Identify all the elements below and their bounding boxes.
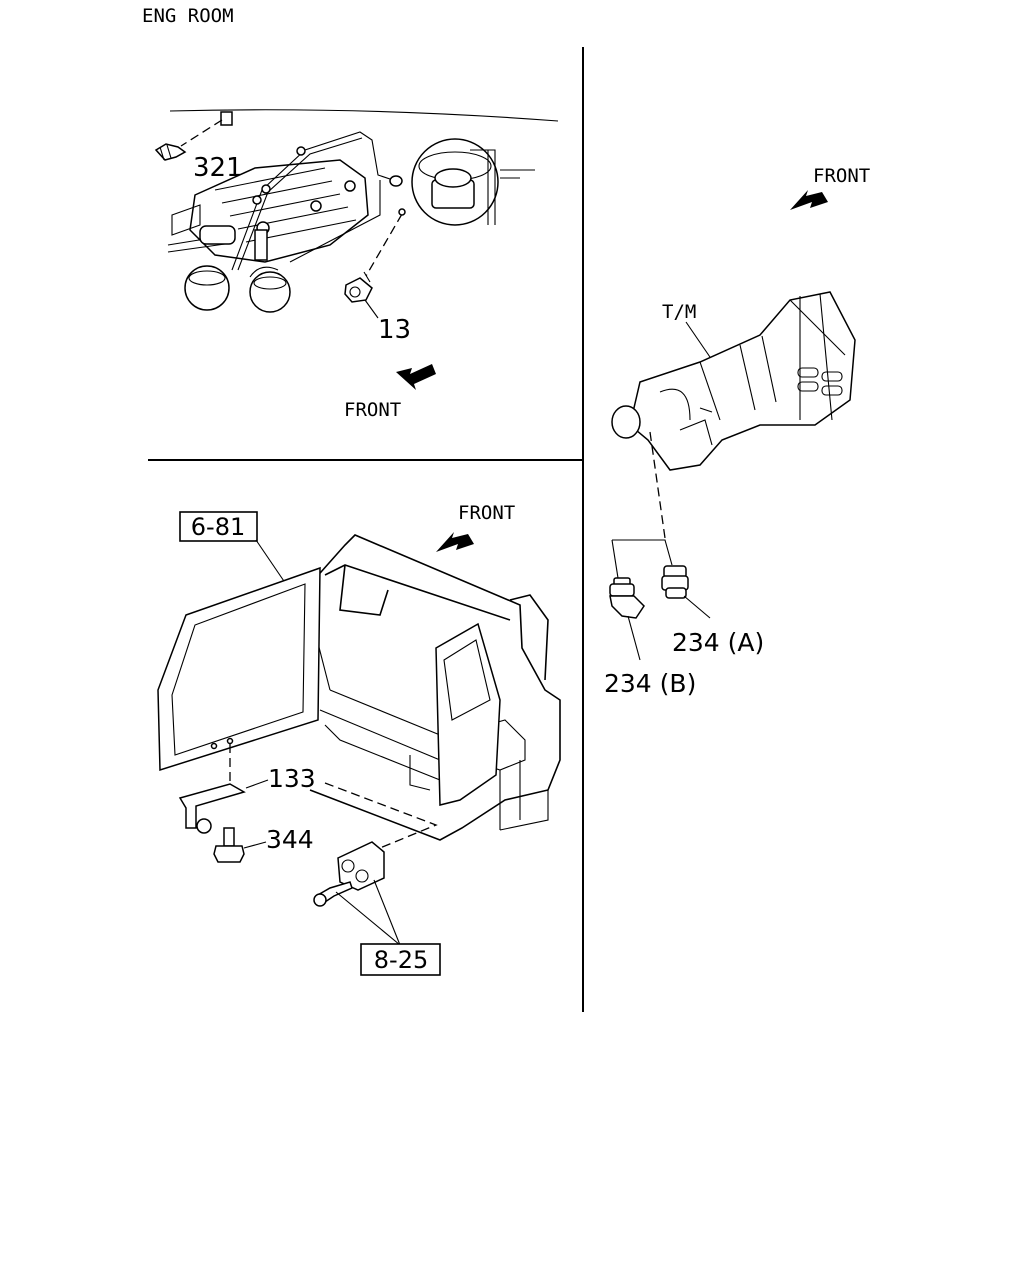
front-label-tailgate: FRONT <box>458 502 515 524</box>
ref-box-8-25 <box>360 943 441 976</box>
front-arrow-tm <box>790 190 828 210</box>
callout-344: 344 <box>266 825 314 854</box>
switch-234a <box>661 565 689 599</box>
front-label-tm: FRONT <box>813 165 870 187</box>
transmission-housing <box>611 291 856 471</box>
transmission-panel: FRONT T/M <box>604 165 870 698</box>
sensor-13 <box>344 271 373 303</box>
throttle-body <box>184 265 291 313</box>
tm-label: T/M <box>662 301 696 323</box>
clip-321 <box>154 143 187 161</box>
section-label: ENG ROOM <box>142 5 234 27</box>
front-label-engine: FRONT <box>344 399 401 421</box>
bolt-344 <box>213 827 245 863</box>
rear-side-door <box>435 622 501 806</box>
callout-133: 133 <box>268 764 316 793</box>
switch-234b <box>609 577 645 619</box>
ref-8-25: 8-25 <box>374 946 428 974</box>
callout-13: 13 <box>378 315 411 345</box>
callout-234a: 234 (A) <box>672 628 764 657</box>
screw <box>313 881 353 907</box>
tailgate-panel: 6-81 FRONT <box>157 502 561 976</box>
vehicle-rear-body <box>304 534 561 841</box>
front-arrow-engine <box>396 364 436 390</box>
bracket-133 <box>178 783 246 834</box>
tailgate-striker <box>337 841 385 891</box>
brake-booster <box>411 138 535 226</box>
engine-room-panel: 321 <box>154 109 559 421</box>
ref-6-81: 6-81 <box>191 513 245 541</box>
intake-manifold <box>167 159 381 263</box>
callout-234b: 234 (B) <box>604 669 696 698</box>
front-arrow-tailgate <box>436 532 474 552</box>
ref-box-6-81 <box>179 511 258 542</box>
tailgate-door <box>157 566 321 772</box>
hood-clip-bracket <box>220 111 233 126</box>
